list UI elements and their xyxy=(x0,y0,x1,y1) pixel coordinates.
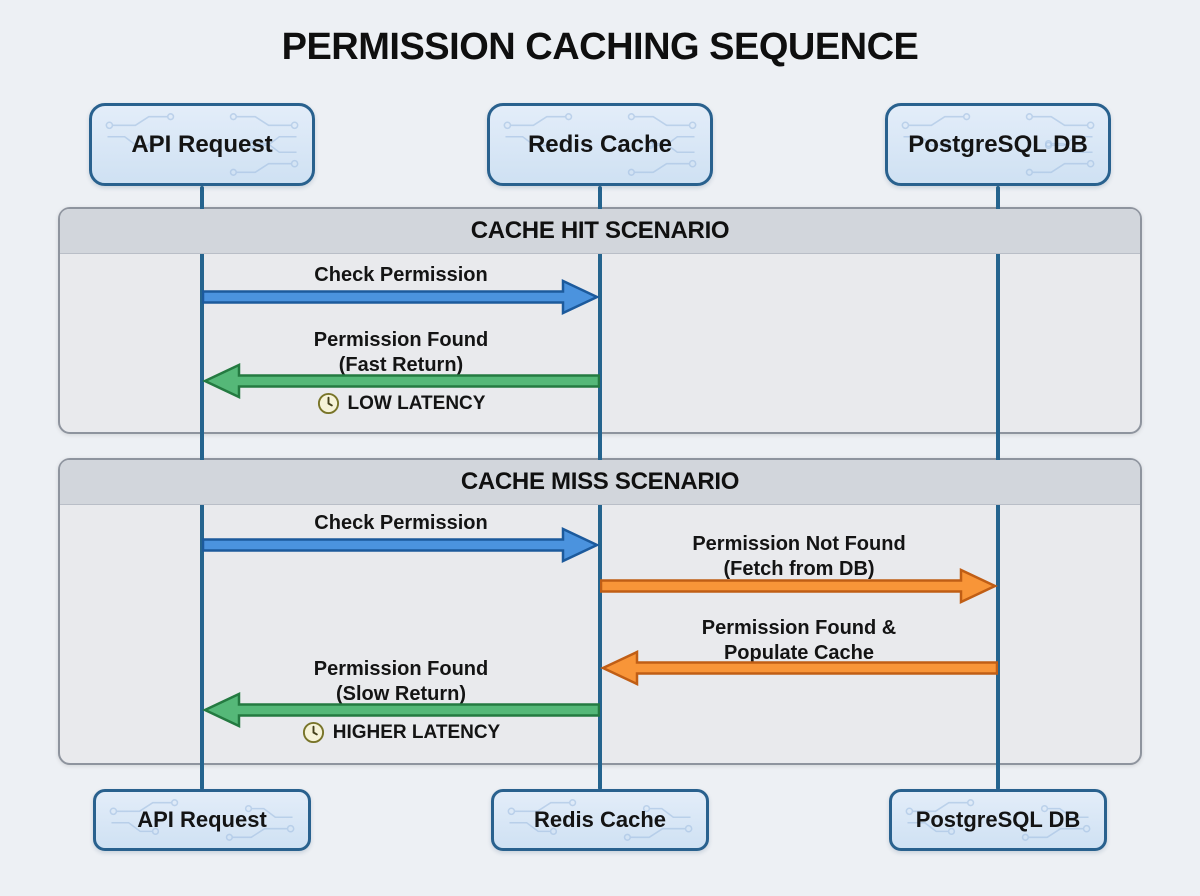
scenario-header-cache-hit: CACHE HIT SCENARIO xyxy=(60,209,1140,254)
arrow-permission-found-fast xyxy=(202,363,600,399)
latency-note-higher: HIGHER LATENCY xyxy=(202,721,600,744)
actor-label: PostgreSQL DB xyxy=(908,130,1088,158)
message-label-check-permission-2: Check Permission xyxy=(314,512,488,534)
arrow-check-permission xyxy=(202,279,600,315)
latency-note-low: LOW LATENCY xyxy=(202,392,600,415)
actor-label: API Request xyxy=(137,807,267,832)
message-label-permission-not-found: Permission Not Found (Fetch from DB) xyxy=(692,533,906,580)
arrow-populate-cache xyxy=(600,650,998,686)
message-label-permission-found-slow: Permission Found (Slow Return) xyxy=(313,658,489,705)
actor-api-request-bottom: API Request xyxy=(93,789,311,851)
latency-note-label: HIGHER LATENCY xyxy=(332,721,501,743)
arrow-permission-found-slow xyxy=(202,692,600,728)
arrow-check-permission-2 xyxy=(202,527,600,563)
scenario-header-cache-miss: CACHE MISS SCENARIO xyxy=(60,460,1140,505)
actor-postgresql-db-bottom: PostgreSQL DB xyxy=(889,789,1107,851)
actor-postgresql-db-top: PostgreSQL DB xyxy=(885,103,1111,186)
actor-redis-cache-bottom: Redis Cache xyxy=(491,789,709,851)
message-label-permission-found-fast: Permission Found (Fast Return) xyxy=(313,329,489,376)
latency-note-label: LOW LATENCY xyxy=(347,392,486,414)
actor-label: Redis Cache xyxy=(533,807,667,832)
actor-label: API Request xyxy=(131,130,273,158)
message-label-populate-cache: Permission Found & Populate Cache xyxy=(701,617,897,664)
page-title: PERMISSION CACHING SEQUENCE xyxy=(281,26,919,68)
actor-label: PostgreSQL DB xyxy=(915,807,1081,832)
actor-redis-cache-top: Redis Cache xyxy=(487,103,713,186)
actor-label: Redis Cache xyxy=(527,130,673,158)
clock-icon xyxy=(302,721,324,744)
actor-api-request-top: API Request xyxy=(89,103,315,186)
clock-icon xyxy=(317,392,339,415)
arrow-fetch-from-db xyxy=(600,568,998,604)
message-label-check-permission: Check Permission xyxy=(314,264,488,286)
